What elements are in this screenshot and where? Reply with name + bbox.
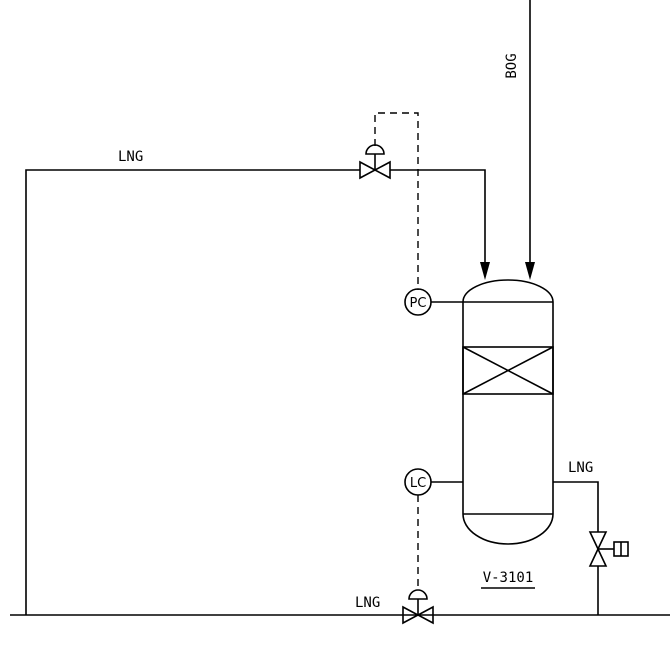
bog-label: BOG: [504, 53, 520, 78]
outlet-valve[interactable]: [588, 531, 629, 567]
lc-instrument[interactable]: LC: [404, 468, 432, 496]
bog-inlet-arrow: [525, 262, 535, 280]
pc-instrument[interactable]: PC: [404, 288, 432, 316]
lng-line-top: [25, 169, 360, 615]
lng-line-to-vessel: [390, 169, 486, 262]
lng-inlet-arrow: [480, 262, 490, 280]
lng-outlet-line: [553, 481, 599, 532]
pressure-control-valve[interactable]: [359, 144, 391, 180]
pc-signal-line: [374, 112, 419, 290]
lc-label: LC: [410, 476, 426, 491]
lng-right-label: LNG: [568, 460, 593, 476]
level-control-valve[interactable]: [402, 589, 434, 625]
pc-label: PC: [410, 296, 427, 311]
lng-top-label: LNG: [118, 149, 143, 165]
vessel-tag: V-3101: [483, 570, 534, 586]
vessel-v3101[interactable]: [462, 279, 554, 545]
lng-bottom-label: LNG: [355, 595, 380, 611]
